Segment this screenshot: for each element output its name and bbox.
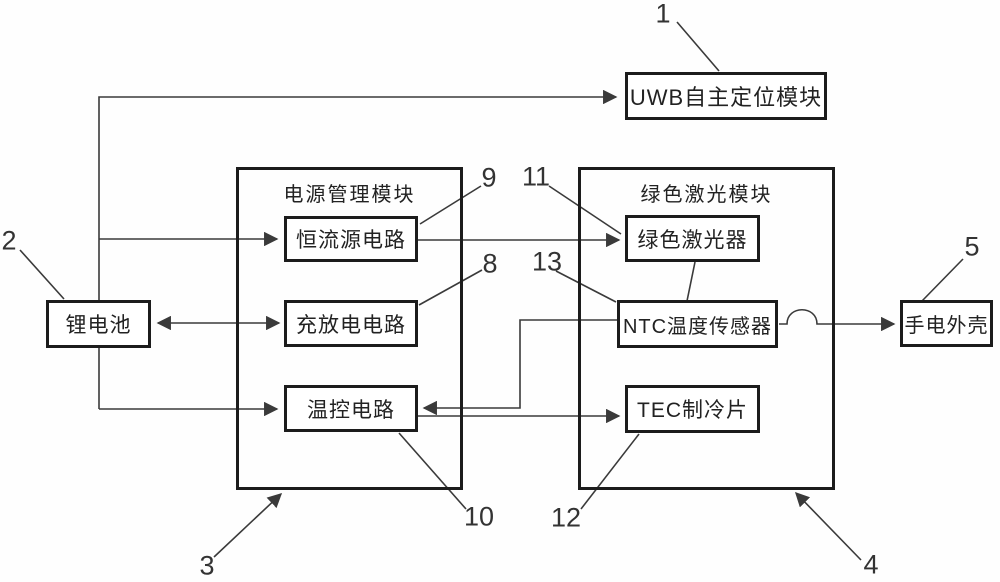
leader-1 (676, 21, 720, 72)
ref-number-1: 1 (655, 0, 671, 29)
wire-ntc-to-temp-control (422, 319, 617, 416)
ref-number-8: 8 (482, 248, 498, 279)
temp-control-circuit-label: 温控电路 (307, 398, 395, 422)
tec-cooler-box: TEC制冷片 (625, 385, 760, 433)
green-laser-module-title: 绿色激光模块 (640, 184, 773, 206)
ntc-sensor-box: NTC温度传感器 (617, 300, 778, 348)
green-laser-box: 绿色激光器 (625, 215, 760, 262)
ref-number-13: 13 (531, 246, 563, 277)
leader-8 (418, 269, 483, 306)
green-laser-label: 绿色激光器 (637, 228, 748, 252)
ref-number-3: 3 (199, 550, 215, 581)
leader-5 (921, 258, 964, 302)
leader-4 (794, 491, 862, 561)
ref-number-10: 10 (463, 501, 495, 532)
tec-cooler-label: TEC制冷片 (637, 399, 748, 422)
battery-label: 锂电池 (65, 314, 132, 337)
uwb-module-box: UWB自主定位模块 (625, 72, 827, 120)
housing-box: 手电外壳 (900, 300, 993, 347)
battery-box: 锂电池 (46, 300, 151, 348)
ref-number-9: 9 (481, 162, 497, 193)
leader-3 (213, 493, 283, 558)
leader-2 (19, 249, 65, 300)
charge-discharge-circuit-label: 充放电电路 (296, 313, 406, 337)
ntc-sensor-label: NTC温度传感器 (622, 315, 773, 338)
constant-current-circuit-box: 恒流源电路 (284, 216, 418, 262)
ref-number-4: 4 (863, 549, 879, 580)
leader-9 (419, 185, 482, 225)
power-management-module-title: 电源管理模块 (283, 184, 416, 206)
constant-current-circuit-label: 恒流源电路 (296, 229, 406, 252)
uwb-module-label: UWB自主定位模块 (629, 85, 823, 110)
wire-laser-to-ntc (686, 261, 696, 302)
ref-number-2: 2 (1, 225, 17, 256)
leader-13 (555, 270, 617, 303)
leader-11 (548, 185, 622, 235)
ref-number-11: 11 (521, 161, 551, 192)
leader-12 (580, 433, 640, 510)
ref-number-12: 12 (550, 502, 582, 533)
housing-label: 手电外壳 (904, 315, 989, 337)
charge-discharge-circuit-box: 充放电电路 (284, 300, 418, 347)
green-laser-module: 绿色激光模块 (578, 167, 835, 490)
ref-number-5: 5 (964, 231, 980, 262)
wire-ntc-to-housing (779, 309, 896, 332)
temp-control-circuit-box: 温控电路 (284, 385, 418, 432)
leader-10 (398, 432, 467, 510)
